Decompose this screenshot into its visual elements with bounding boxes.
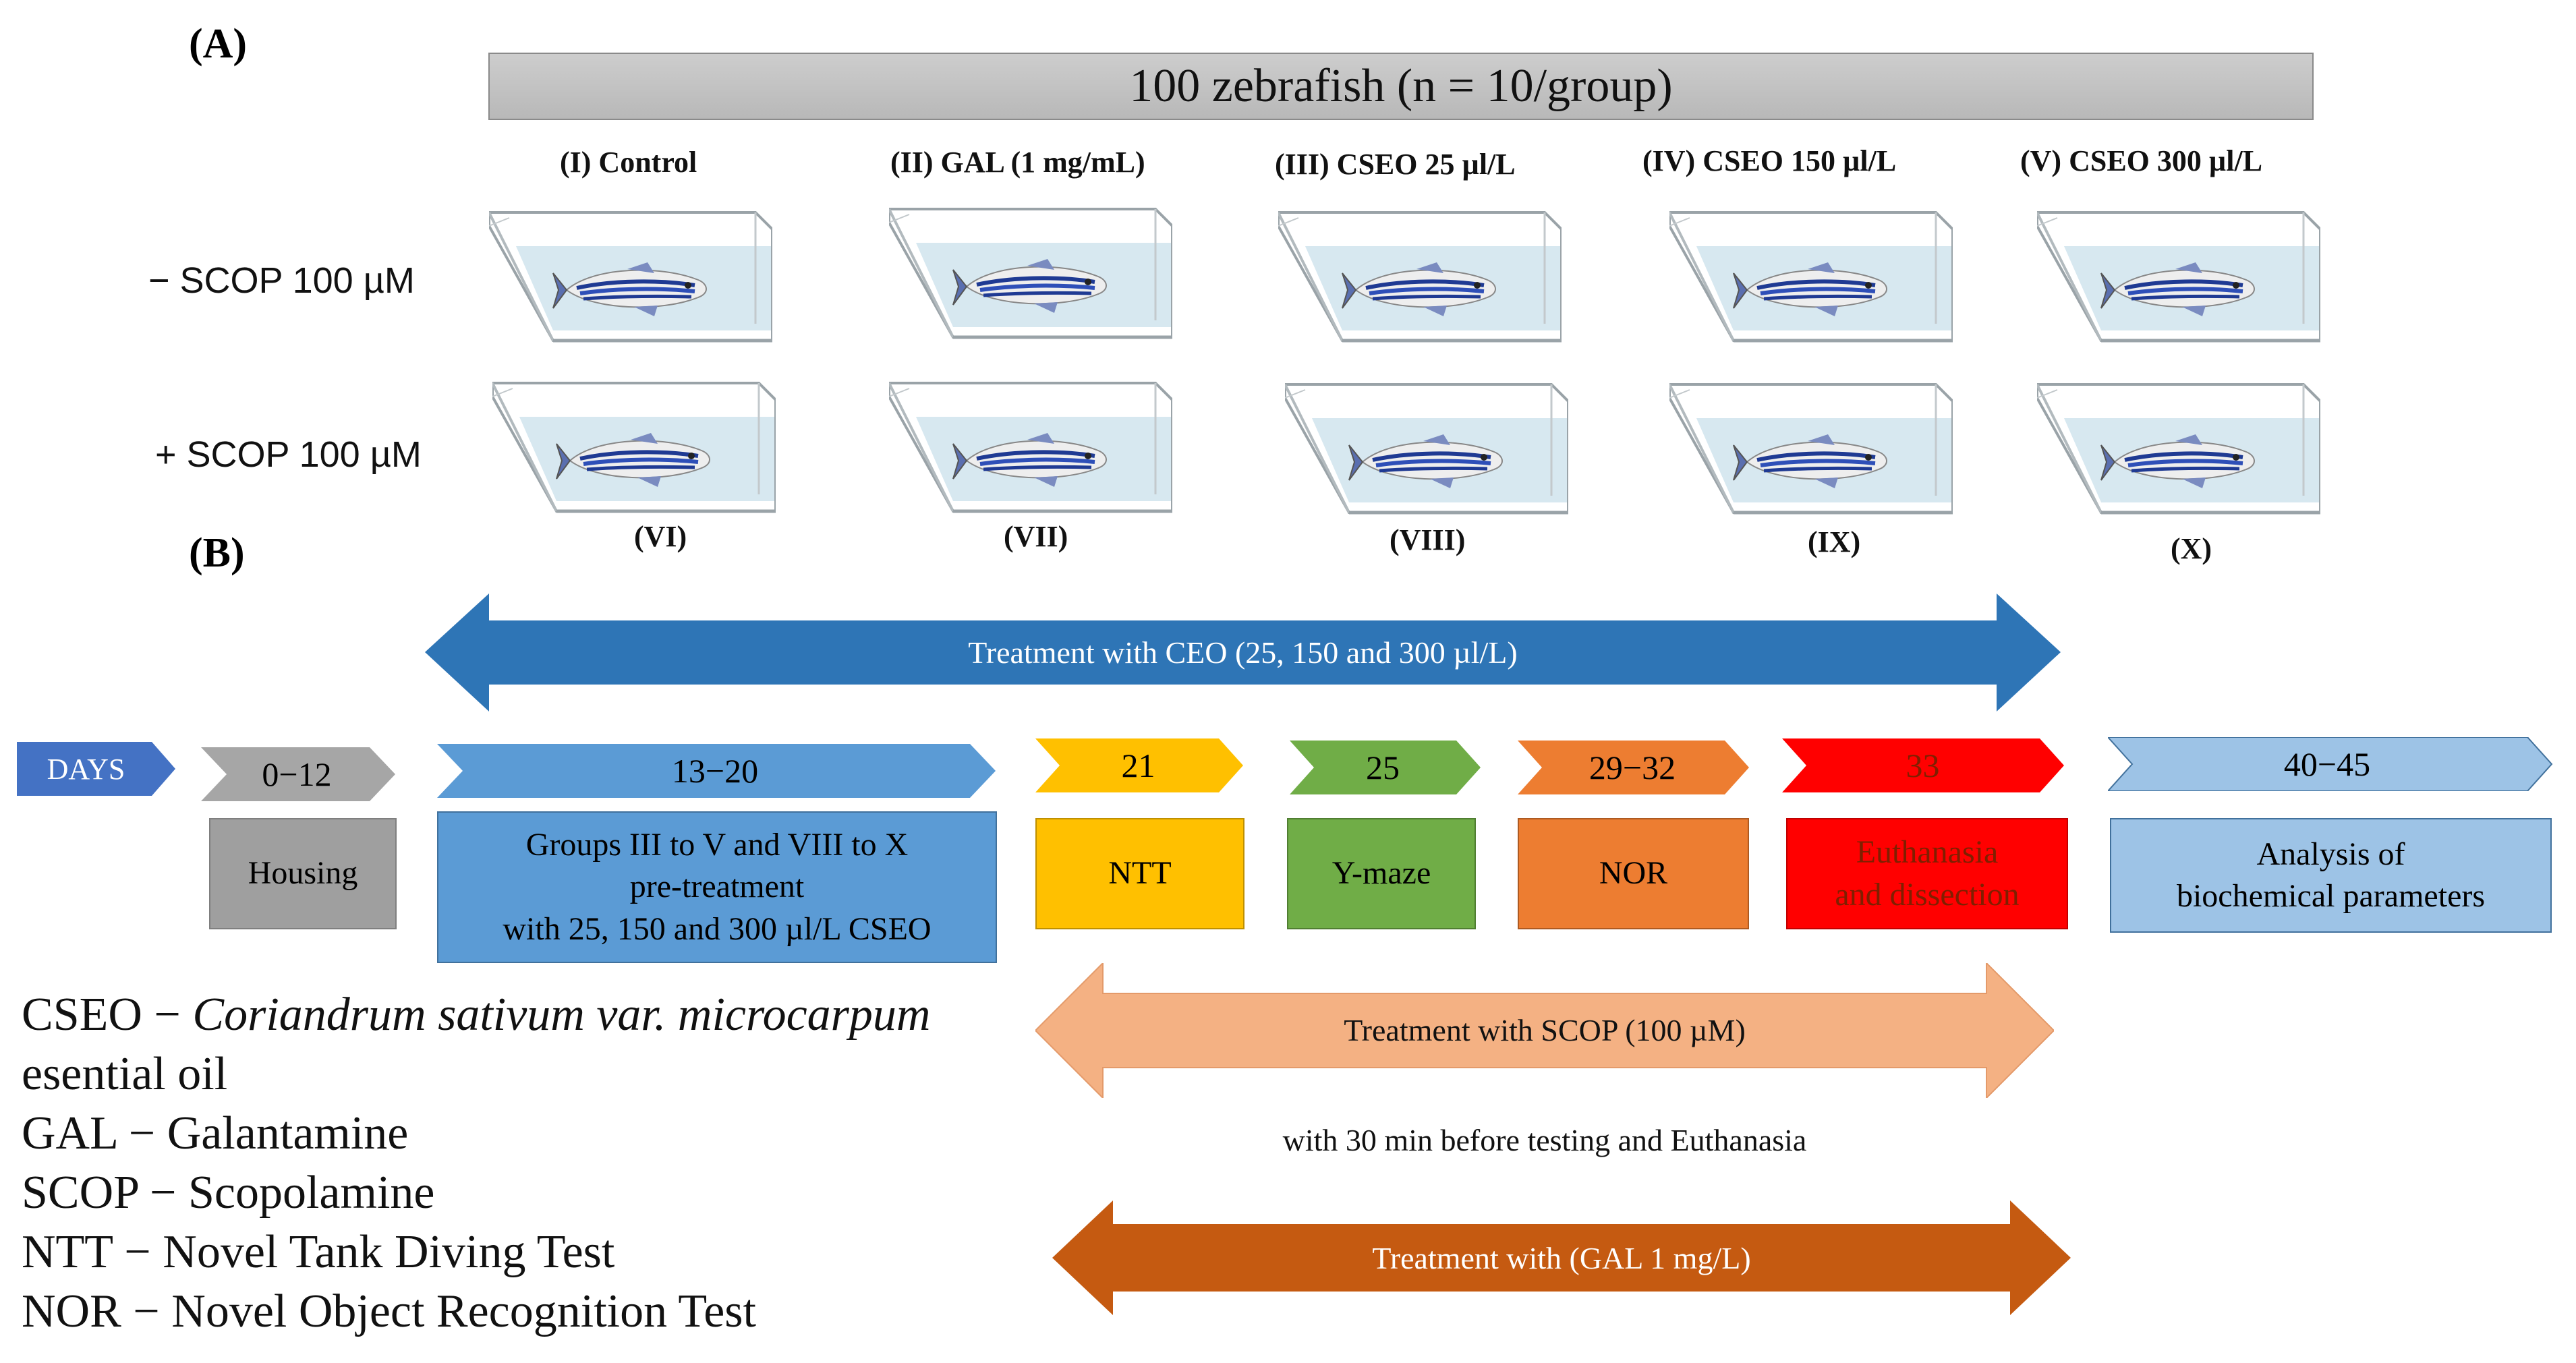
legend-cseo-species: Coriandrum sativum var. microcarpum: [192, 989, 931, 1041]
group-num-vii: (VII): [1004, 520, 1068, 553]
stage-box-nor: NOR: [1518, 818, 1749, 929]
stage-days-6: 40−45: [2283, 745, 2371, 783]
zebrafish-tank-icon: [1278, 206, 1562, 347]
stage-box-text: pre-treatment: [629, 869, 805, 905]
group-title-i: (I) Control: [560, 146, 697, 179]
stage-box-text: Y-maze: [1332, 855, 1431, 892]
stage-days-0: 0−12: [262, 755, 332, 793]
days-label: DAYS: [47, 752, 125, 786]
group-title-iv: (IV) CSEO 150 µl/L: [1642, 144, 1897, 177]
stage-box-text: biochemical parameters: [2176, 878, 2486, 914]
zebrafish-tank-icon: [889, 202, 1172, 344]
stage-box-ntt: NTT: [1035, 818, 1244, 929]
legend-scop: SCOP − Scopolamine: [22, 1167, 435, 1219]
scop-treatment-label: Treatment with SCOP (100 µM): [1344, 1013, 1746, 1047]
zebrafish-tank-icon: [2037, 378, 2320, 519]
stage-box-text: Groups III to V and VIII to X: [525, 826, 909, 863]
stage-box-ymaze: Y-maze: [1287, 818, 1476, 929]
stage-chevron-3: [1290, 741, 1481, 794]
scop-treatment-arrow: [1035, 963, 2054, 1098]
stage-box-text: NTT: [1108, 855, 1172, 892]
group-num-vi: (VI): [634, 520, 687, 553]
legend-cseo: CSEO − Coriandrum sativum var. microcarp…: [22, 988, 930, 1042]
stage-days-3: 25: [1366, 749, 1400, 786]
panel-a-label: (A): [189, 21, 248, 67]
stage-chevron-4: [1518, 741, 1749, 794]
zebrafish-tank-icon: [1669, 378, 1953, 519]
stage-chevron-6: [2108, 737, 2553, 791]
zebrafish-tank-icon: [1669, 206, 1953, 347]
group-title-v: (V) CSEO 300 µl/L: [2020, 144, 2263, 177]
days-chevron: [17, 742, 175, 796]
group-title-iii: (III) CSEO 25 µl/L: [1275, 148, 1516, 181]
row-label-plus-scop: + SCOP 100 µM: [155, 434, 422, 475]
stage-box-text: Housing: [248, 855, 358, 892]
stage-box-euthanasia: Euthanasia and dissection: [1786, 818, 2068, 929]
row-label-minus-scop: − SCOP 100 µM: [148, 260, 415, 301]
group-num-viii: (VIII): [1390, 523, 1466, 556]
stage-box-pretreatment: Groups III to V and VIII to X pre-treatm…: [437, 811, 997, 963]
group-num-ix: (IX): [1808, 525, 1861, 558]
stage-box-text: Analysis of: [2256, 836, 2405, 872]
stage-days-1: 13−20: [671, 752, 759, 790]
gal-treatment-label: Treatment with (GAL 1 mg/L): [1372, 1240, 1751, 1275]
ceo-treatment-arrow: [425, 593, 2061, 712]
zebrafish-tank-icon: [489, 206, 772, 347]
stage-days-4: 29−32: [1588, 749, 1676, 786]
legend-nor: NOR − Novel Object Recognition Test: [22, 1285, 756, 1337]
zebrafish-tank-icon: [889, 376, 1172, 518]
stage-chevron-2: [1035, 738, 1243, 792]
legend-ntt: NTT − Novel Tank Diving Test: [22, 1226, 615, 1278]
legend-cseo-cont: esential oil: [22, 1048, 228, 1100]
stage-days-2: 21: [1121, 747, 1155, 784]
gal-treatment-arrow: [1052, 1200, 2071, 1315]
stage-chevron-5: [1782, 738, 2064, 792]
ceo-treatment-label: Treatment with CEO (25, 150 and 300 µl/L…: [968, 635, 1518, 670]
zebrafish-tank-icon: [1285, 378, 1568, 519]
zebrafish-tank-icon: [2037, 206, 2320, 347]
scop-note: with 30 min before testing and Euthanasi…: [1282, 1122, 1807, 1157]
zebrafish-tank-icon: [492, 376, 776, 518]
panel-b-label: (B): [189, 530, 245, 576]
stage-box-text: NOR: [1599, 855, 1668, 892]
group-num-x: (X): [2171, 532, 2212, 565]
stage-box-housing: Housing: [209, 818, 397, 929]
legend-gal: GAL − Galantamine: [22, 1107, 409, 1159]
stage-box-analysis: Analysis of biochemical parameters: [2110, 818, 2552, 933]
stage-chevron-0: [201, 747, 395, 801]
stage-box-text: with 25, 150 and 300 µl/L CSEO: [503, 910, 932, 947]
group-title-ii: (II) GAL (1 mg/mL): [890, 146, 1145, 179]
stage-days-5: 33: [1906, 747, 1940, 784]
stage-box-text: and dissection: [1835, 876, 2020, 912]
stage-box-text: Euthanasia: [1856, 834, 1999, 871]
header-bar: 100 zebrafish (n = 10/group): [488, 53, 2314, 120]
stage-chevron-1: [437, 744, 996, 798]
legend-cseo-abbrev: CSEO −: [22, 989, 193, 1041]
